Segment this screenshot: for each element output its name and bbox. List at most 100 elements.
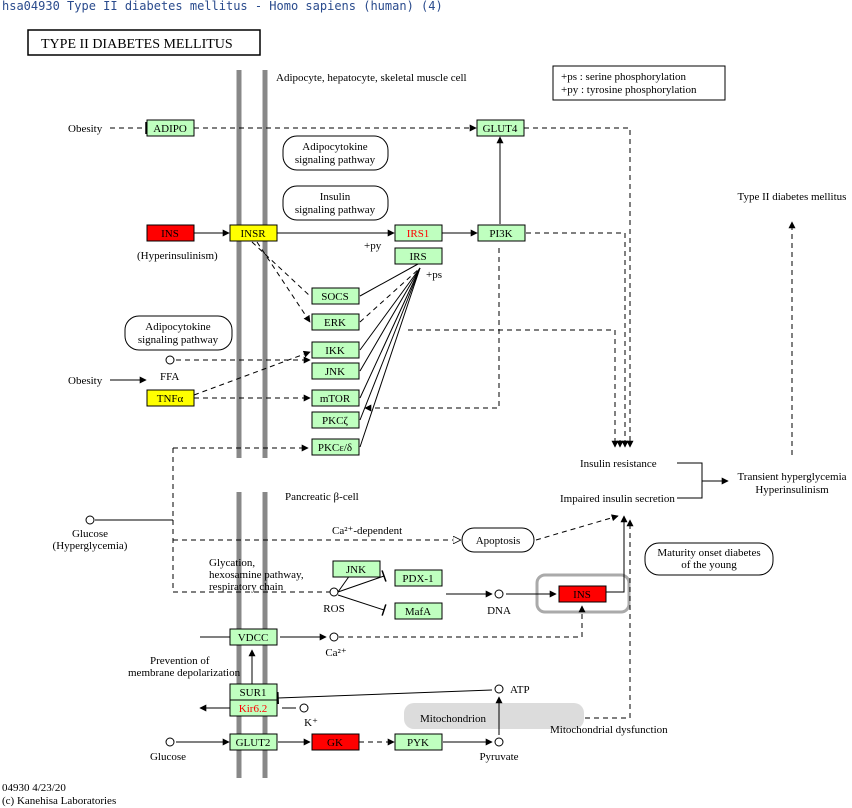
gene-tnfa[interactable]: TNFα [146, 389, 195, 407]
gene-label: TNFα [157, 393, 184, 405]
gene-label: JNK [325, 366, 345, 378]
gene-label: GLUT2 [236, 737, 271, 749]
prevention-label-2: membrane depolarization [128, 667, 241, 679]
gene-insr[interactable]: INSR [229, 224, 278, 242]
beta-cell-label: Pancreatic β-cell [285, 491, 359, 503]
pathway-label: Adipocytokine [145, 321, 210, 333]
pathway-label: signaling pathway [295, 154, 376, 166]
gene-ins-1[interactable]: INS [146, 224, 195, 242]
ca-dependent-label: Ca²⁺-dependent [332, 525, 402, 537]
compound-dna[interactable] [494, 589, 504, 599]
compound-glucose[interactable] [165, 737, 175, 747]
gene-label: JNK [346, 564, 366, 576]
gene-irs1[interactable]: IRS1 [394, 224, 443, 242]
gene-pkcz[interactable]: PKCζ [311, 411, 360, 429]
hyperinsulinism-label: (Hyperinsulinism) [137, 250, 218, 262]
gene-label: IRS [409, 251, 426, 263]
gene-label: GLUT4 [483, 123, 518, 135]
py-label: +py [364, 240, 382, 252]
compound-ffa[interactable] [165, 355, 175, 365]
gene-glut2[interactable]: GLUT2 [229, 733, 278, 751]
gene-irs[interactable]: IRS [394, 247, 443, 265]
gene-erk[interactable]: ERK [311, 313, 360, 331]
legend-box [552, 65, 726, 101]
pathway-label: Insulin [320, 191, 351, 203]
gene-mafa[interactable]: MafA [394, 602, 443, 620]
edges [95, 122, 796, 746]
gene-label: mTOR [320, 393, 351, 405]
obesity-label-1: Obesity [68, 123, 103, 135]
gene-pyk[interactable]: PYK [394, 733, 443, 751]
gene-pdx1[interactable]: PDX-1 [394, 569, 443, 587]
gene-label: PYK [407, 737, 429, 749]
diagram-title: TYPE II DIABETES MELLITUS [41, 37, 233, 52]
compound-ca[interactable] [329, 632, 339, 642]
compound-pyruvate[interactable] [494, 737, 504, 747]
gene-label: ERK [324, 317, 346, 329]
compound-circles [85, 355, 504, 747]
mitochondrion-label: Mitochondrion [420, 713, 486, 725]
pathway-label: of the young [681, 559, 737, 571]
gene-glut4[interactable]: GLUT4 [476, 119, 525, 137]
gene-kir62[interactable]: Kir6.2 [229, 699, 278, 717]
compound-k[interactable] [299, 703, 309, 713]
gene-label: SOCS [321, 291, 349, 303]
gene-label: PDX-1 [402, 573, 433, 585]
gene-jnk-1[interactable]: JNK [311, 362, 360, 380]
gene-label: IKK [325, 345, 345, 357]
pathway-label: signaling pathway [138, 334, 219, 346]
pathway-label: Maturity onset diabetes [657, 547, 760, 559]
title-box [27, 29, 261, 56]
footer-copyright: (c) Kanehisa Laboratories [2, 795, 116, 807]
legend-py: +py : tyrosine phosphorylation [561, 84, 697, 96]
pathway-insulin-signaling[interactable]: Insulin signaling pathway [282, 185, 389, 221]
pathway-adipocytokine-2[interactable]: Adipocytokine signaling pathway [124, 315, 233, 351]
gene-label: PKCζ [322, 415, 348, 427]
gene-pi3k[interactable]: PI3K [477, 224, 526, 242]
ca-label: Ca²⁺ [325, 647, 347, 659]
gene-label: INS [161, 228, 179, 240]
page-header: hsa04930 Type II diabetes mellitus - Hom… [2, 0, 443, 13]
gene-sur1[interactable]: SUR1 [229, 683, 278, 701]
hyperinsulinism2-label: Hyperinsulinism [755, 484, 829, 496]
obesity-label-2: Obesity [68, 375, 103, 387]
pathway-label: signaling pathway [295, 204, 376, 216]
pathway-label: Apoptosis [476, 535, 521, 547]
gene-label: SUR1 [240, 687, 267, 699]
gene-label: Kir6.2 [239, 703, 267, 715]
glycation-label-1: Glycation, [209, 557, 255, 569]
mito-dysfunction-label: Mitochondrial dysfunction [550, 724, 668, 736]
gene-ins-2[interactable]: INS [558, 585, 607, 603]
gene-label: PI3K [489, 228, 512, 240]
dna-label: DNA [487, 605, 511, 617]
gene-jnk-2[interactable]: JNK [332, 560, 381, 578]
gene-label: IRS1 [407, 228, 430, 240]
gene-label: INS [573, 589, 591, 601]
glycation-label-2: hexosamine pathway, [209, 569, 304, 581]
gene-label: INSR [240, 228, 266, 240]
ps-label: +ps [426, 269, 442, 281]
compound-glucose-hyper[interactable] [85, 515, 95, 525]
pathway-apoptosis[interactable]: Apoptosis [461, 527, 535, 553]
gene-mtor[interactable]: mTOR [311, 389, 360, 407]
footer-date: 04930 4/23/20 [2, 782, 66, 794]
gene-ikk[interactable]: IKK [311, 341, 360, 359]
insulin-resistance-label: Insulin resistance [580, 458, 657, 470]
pyruvate-label: Pyruvate [479, 751, 518, 763]
hyperglycemia-label: (Hyperglycemia) [53, 540, 128, 552]
gene-vdcc[interactable]: VDCC [229, 628, 278, 646]
gene-label: GK [327, 737, 343, 749]
gene-gk[interactable]: GK [311, 733, 360, 751]
pathway-adipocytokine-1[interactable]: Adipocytokine signaling pathway [282, 135, 389, 171]
pathway-mody[interactable]: Maturity onset diabetes of the young [644, 542, 774, 576]
compound-atp[interactable] [494, 684, 504, 694]
gene-pkced[interactable]: PKCε/δ [311, 438, 360, 456]
gene-adipo[interactable]: ADIPO [146, 119, 195, 137]
transient-label: Transient hyperglycemia [737, 471, 846, 483]
compound-ros[interactable] [329, 587, 339, 597]
ros-label: ROS [323, 603, 344, 615]
glucose-hyper-label: Glucose [72, 528, 108, 540]
gene-socs[interactable]: SOCS [311, 287, 360, 305]
gene-label: VDCC [238, 632, 269, 644]
